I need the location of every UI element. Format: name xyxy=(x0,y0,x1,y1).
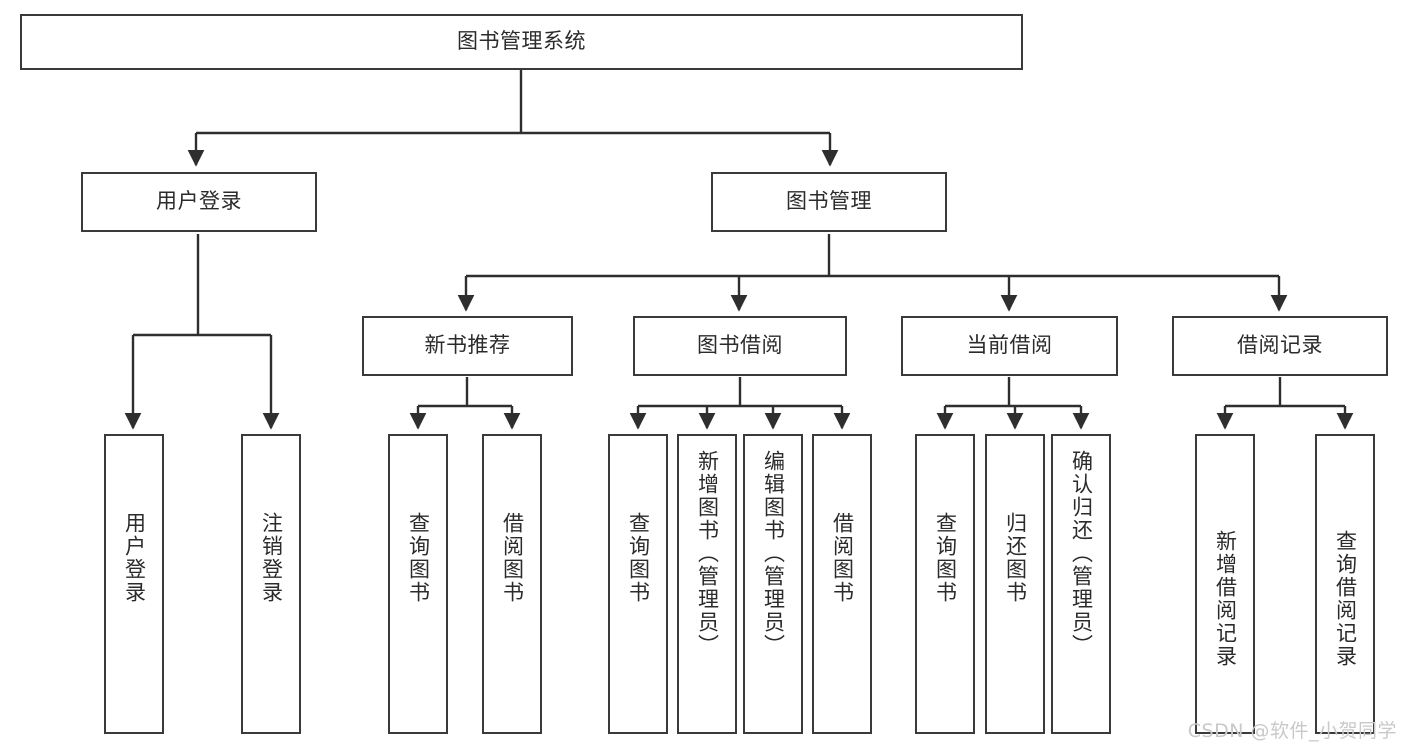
leaf-logout-login[interactable]: 注销登录 xyxy=(241,434,301,734)
node-label: 借阅记录 xyxy=(1237,333,1323,358)
node-borrow-record[interactable]: 借阅记录 xyxy=(1172,316,1388,376)
node-label: 新书推荐 xyxy=(424,333,511,358)
node-label: 新增借阅记录 xyxy=(1213,530,1238,668)
node-label: 确认归还（管理员） xyxy=(1069,450,1094,657)
node-label: 新增图书（管理员） xyxy=(695,450,720,657)
node-label: 注销登录 xyxy=(259,512,284,604)
node-label: 归还图书 xyxy=(1003,512,1028,604)
node-label: 图书借阅 xyxy=(697,333,783,358)
node-label: 用户登录 xyxy=(156,189,242,214)
leaf-add-book[interactable]: 新增图书（管理员） xyxy=(677,434,737,734)
node-label: 查询借阅记录 xyxy=(1333,530,1358,668)
leaf-add-borrow-record[interactable]: 新增借阅记录 xyxy=(1195,434,1255,734)
node-book-management-system[interactable]: 图书管理系统 xyxy=(20,14,1023,70)
node-label: 当前借阅 xyxy=(966,333,1053,358)
node-label: 图书管理 xyxy=(786,189,872,214)
node-label: 查询图书 xyxy=(406,512,431,604)
node-label: 图书管理系统 xyxy=(457,29,586,54)
leaf-return-book[interactable]: 归还图书 xyxy=(985,434,1045,734)
node-new-book-recommend[interactable]: 新书推荐 xyxy=(362,316,573,376)
node-label: 借阅图书 xyxy=(500,512,525,604)
node-book-borrow[interactable]: 图书借阅 xyxy=(633,316,847,376)
leaf-query-book-current[interactable]: 查询图书 xyxy=(915,434,975,734)
leaf-confirm-return[interactable]: 确认归还（管理员） xyxy=(1051,434,1111,734)
leaf-query-book-recommend[interactable]: 查询图书 xyxy=(388,434,448,734)
leaf-user-login[interactable]: 用户登录 xyxy=(104,434,164,734)
node-current-borrow[interactable]: 当前借阅 xyxy=(901,316,1118,376)
node-label: 编辑图书（管理员） xyxy=(761,450,786,657)
leaf-query-borrow-record[interactable]: 查询借阅记录 xyxy=(1315,434,1375,734)
node-label: 查询图书 xyxy=(626,512,651,604)
node-book-management[interactable]: 图书管理 xyxy=(711,172,947,232)
leaf-borrow-book[interactable]: 借阅图书 xyxy=(812,434,872,734)
leaf-query-book-borrow[interactable]: 查询图书 xyxy=(608,434,668,734)
leaf-borrow-book-recommend[interactable]: 借阅图书 xyxy=(482,434,542,734)
csdn-watermark: CSDN @软件_小贺同学 xyxy=(1187,720,1397,742)
node-label: 借阅图书 xyxy=(830,512,855,604)
leaf-edit-book[interactable]: 编辑图书（管理员） xyxy=(743,434,803,734)
node-label: 查询图书 xyxy=(933,512,958,604)
node-user-login[interactable]: 用户登录 xyxy=(81,172,317,232)
node-label: 用户登录 xyxy=(122,512,147,604)
